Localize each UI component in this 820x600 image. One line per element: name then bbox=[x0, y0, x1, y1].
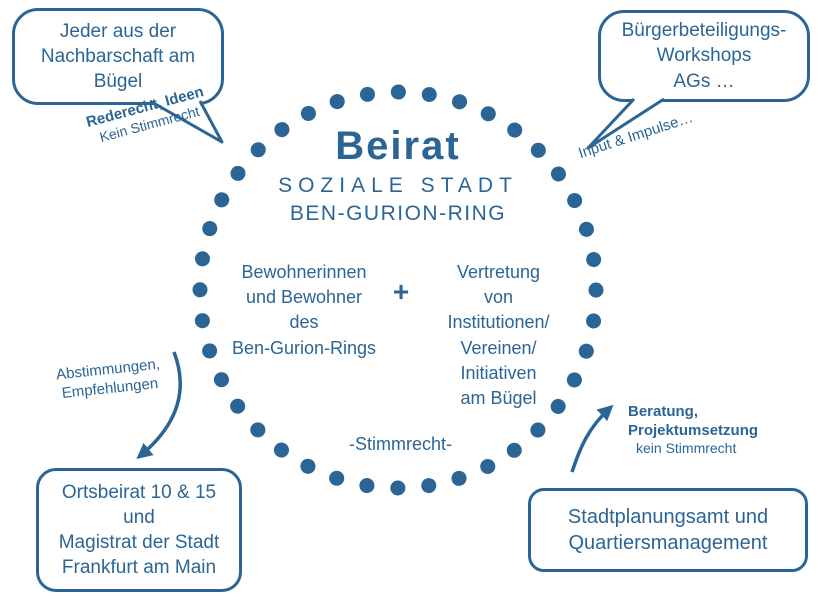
speech-bubble-neighborhood-text: Jeder aus der Nachbarschaft am Bügel bbox=[40, 20, 196, 93]
speech-bubble-workshops-text: Bürgerbeteiligungs- Workshops AGs … bbox=[621, 20, 787, 92]
box-stadtplanungsamt: Stadtplanungsamt und Quartiersmanagement bbox=[528, 488, 808, 572]
annotation-input-impulse: Input & Impulse… bbox=[576, 109, 696, 163]
annotation-abstimmungen: Abstimmungen, Empfehlungen bbox=[55, 355, 161, 403]
ring-title: Beirat bbox=[335, 124, 461, 168]
box-ortsbeirat-magistrat-text: Ortsbeirat 10 & 15 und Magistrat der Sta… bbox=[58, 481, 220, 579]
box-stadtplanungsamt-text: Stadtplanungsamt und Quartiersmanagement bbox=[567, 505, 769, 554]
residents-group-text: Bewohnerinnen und Bewohner des Ben-Gurio… bbox=[231, 262, 377, 358]
ring-subtitle-soziale-stadt: SOZIALE STADT bbox=[278, 174, 518, 197]
ring-subtitle-ben-gurion-ring: BEN-GURION-RING bbox=[289, 202, 507, 225]
annotation-beratung-bold: Beratung, Projektumsetzung bbox=[628, 403, 759, 440]
annotation-beratung: Beratung, Projektumsetzung kein Stimmrec… bbox=[628, 402, 798, 458]
speech-bubble-neighborhood: Jeder aus der Nachbarschaft am Bügel bbox=[12, 8, 224, 105]
plus-sign: + bbox=[392, 276, 410, 307]
annotation-kein-stimmrecht-bottom: kein Stimmrecht bbox=[636, 440, 737, 457]
institutions-group-text: Vertretung von Institutionen/ Vereinen/ … bbox=[447, 262, 550, 408]
box-ortsbeirat-magistrat: Ortsbeirat 10 & 15 und Magistrat der Sta… bbox=[36, 468, 242, 592]
speech-bubble-workshops: Bürgerbeteiligungs- Workshops AGs … bbox=[598, 10, 810, 102]
arrow-from-stadtplanungsamt-to-ring bbox=[570, 404, 614, 473]
voting-right-label: -Stimmrecht- bbox=[349, 434, 452, 454]
